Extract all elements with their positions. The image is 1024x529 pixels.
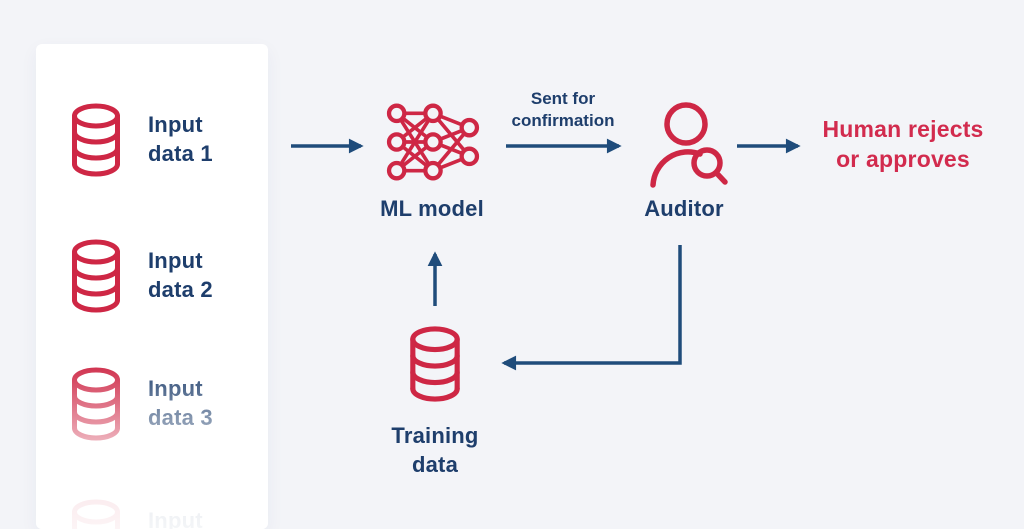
sent-for-confirmation-line1: Sent for [530, 89, 596, 108]
ml-model-label: ML model [380, 196, 484, 221]
input-data-label-line1: Input [148, 112, 203, 137]
input-data-panel: Input data 1 Input data 2 [36, 44, 268, 529]
input-data-label-line2: data 2 [148, 277, 213, 302]
database-icon [72, 367, 120, 441]
outcome-line1: Human rejects [822, 116, 984, 142]
sent-for-confirmation-line2: confirmation [511, 111, 615, 130]
auditor-magnifier-icon [650, 102, 728, 188]
sent-for-confirmation-label: Sent for confirmation [483, 88, 643, 132]
input-data-label-line1: Input [148, 376, 203, 401]
input-data-label: Input [148, 506, 203, 529]
input-data-label: Input data 3 [148, 374, 213, 432]
outcome-text: Human rejects or approves [793, 114, 1013, 174]
neural-network-icon [386, 103, 480, 181]
input-data-label-line2: data 3 [148, 405, 213, 430]
input-data-label: Input data 2 [148, 246, 213, 304]
input-data-label-line2: data 1 [148, 141, 213, 166]
database-icon [72, 239, 120, 313]
arrow-auditor-to-training [501, 245, 682, 371]
input-data-label: Input data 1 [148, 110, 213, 168]
training-data-line2: data [411, 452, 459, 477]
outcome-line2: or approves [836, 146, 970, 172]
input-data-label-line1: Input [148, 248, 203, 273]
training-data-label: Training data [355, 421, 515, 479]
training-data-line1: Training [391, 423, 479, 448]
database-icon [72, 103, 120, 177]
database-icon [410, 326, 460, 402]
auditor-label: Auditor [644, 196, 724, 221]
database-icon [72, 499, 120, 529]
input-data-label-line1: Input [148, 508, 203, 529]
